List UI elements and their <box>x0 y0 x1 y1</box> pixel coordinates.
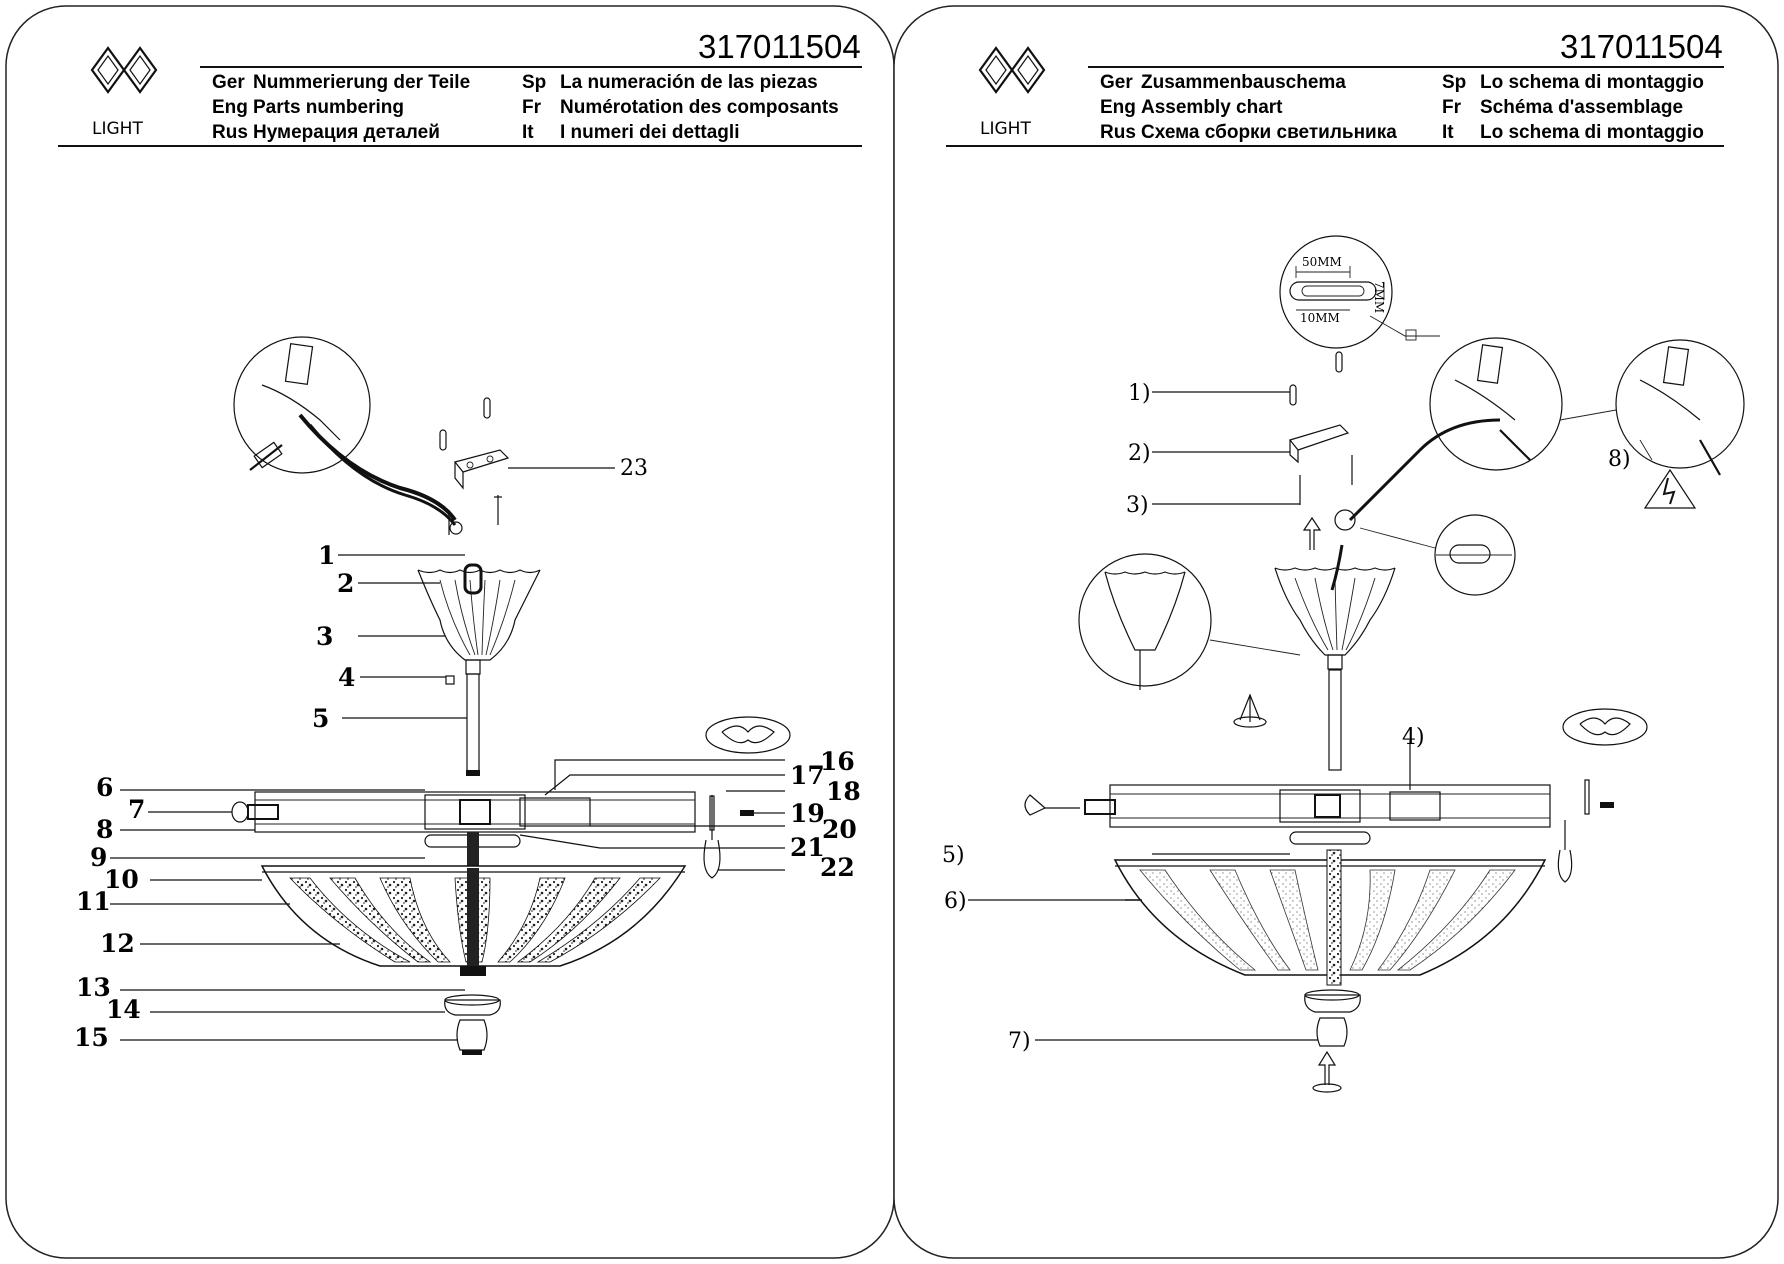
finial-drawing <box>1304 989 1361 1093</box>
header-text: Assembly chart <box>1141 97 1283 118</box>
header-code: Fr <box>1442 97 1462 118</box>
header-code: Fr <box>522 97 542 118</box>
header-table: Ger Nummerierung der Teile Sp La numerac… <box>212 72 839 143</box>
part-label: 17 <box>790 761 825 790</box>
header-text: Parts numbering <box>253 97 404 118</box>
dimension-label: 7MM <box>1372 281 1386 313</box>
right-page: LIGHT 317011504 Ger Zusammenbauschema Sp… <box>893 5 1779 1259</box>
part-label: 16 <box>820 747 855 776</box>
side-parts-drawing <box>703 716 791 879</box>
model-number: 317011504 <box>698 28 861 65</box>
left-page: LIGHT 317011504 Ger Nummerierung der Tei… <box>5 5 895 1259</box>
header-code: It <box>1442 122 1454 143</box>
logo-text: LIGHT <box>92 119 143 139</box>
wiring-detail-drawing <box>1348 337 1745 522</box>
part-label: 15 <box>74 1023 109 1052</box>
header-code: Ger <box>212 72 245 93</box>
bracket-dimension-detail: 50MM 10MM 7MM <box>1279 235 1440 349</box>
part-label: 22 <box>820 853 855 882</box>
header-text: Numérotation des composants <box>560 97 839 118</box>
header-code: Eng <box>1100 97 1136 118</box>
frame-bar-drawing <box>231 791 696 872</box>
step-label: 3) <box>1126 493 1149 518</box>
header-table: Ger Zusammenbauschema Sp Lo schema di mo… <box>1100 72 1704 143</box>
step-labels: 1) 2) 3) 4) 5) 6) 7) 8) <box>942 381 1631 1054</box>
header-text: Нумерация деталей <box>253 122 440 143</box>
model-number: 317011504 <box>1560 28 1723 65</box>
header-text: Schéma d'assemblage <box>1480 97 1683 118</box>
part-label: 3 <box>316 622 333 651</box>
dimension-label: 10MM <box>1300 311 1340 325</box>
step-label: 8) <box>1608 447 1631 472</box>
finial-drawing <box>444 994 501 1055</box>
header-text: Схема сборки светильника <box>1141 122 1397 143</box>
glass-bowl-drawing <box>260 865 687 976</box>
canopy-drawing <box>417 563 541 675</box>
header-text: Zusammenbauschema <box>1141 72 1346 93</box>
high-voltage-warning-icon <box>1643 468 1697 509</box>
dimension-label: 50MM <box>1302 255 1342 269</box>
header-text: Nummerierung der Teile <box>253 72 470 93</box>
step-label: 2) <box>1128 441 1151 466</box>
part-label: 9 <box>90 843 107 872</box>
header-text: Lo schema di montaggio <box>1480 122 1704 143</box>
part-label: 4 <box>338 663 355 692</box>
header-code: Sp <box>1442 72 1466 93</box>
part-label: 5 <box>312 704 329 733</box>
mounting-bracket-drawing <box>439 397 615 535</box>
step-label: 5) <box>942 843 965 868</box>
header-text: La numeración de las piezas <box>560 72 818 93</box>
logo-text: LIGHT <box>980 119 1031 139</box>
part-leader-lines <box>110 554 785 1041</box>
header-code: Sp <box>522 72 546 93</box>
part-label: 19 <box>790 799 825 828</box>
header-code: Rus <box>212 122 248 143</box>
mounting-bracket-drawing <box>1288 351 1353 505</box>
part-label: 11 <box>76 887 111 916</box>
glass-bowl-drawing <box>1113 849 1547 986</box>
part-label: 20 <box>822 815 857 844</box>
header-text: I numeri dei dettagli <box>560 122 739 143</box>
header-text: Lo schema di montaggio <box>1480 72 1704 93</box>
part-label: 18 <box>826 777 861 806</box>
part-label: 1 <box>318 541 335 570</box>
part-label: 6 <box>96 773 113 802</box>
part-label: 23 <box>620 456 648 481</box>
side-parts-drawing <box>1557 708 1648 883</box>
cable-clip-detail <box>1359 514 1516 596</box>
header-code: Ger <box>1100 72 1133 93</box>
part-label: 13 <box>76 973 111 1002</box>
frame-bar-drawing <box>1024 784 1551 845</box>
part-label: 8 <box>96 815 113 844</box>
header-code: Rus <box>1100 122 1136 143</box>
step-leader-lines <box>968 391 1653 1041</box>
step-label: 7) <box>1008 1029 1031 1054</box>
header-code: It <box>522 122 534 143</box>
part-label: 10 <box>104 865 139 894</box>
brand-logo-icon <box>978 46 1046 94</box>
part-label: 14 <box>106 995 141 1024</box>
part-label: 21 <box>790 833 825 862</box>
header-code: Eng <box>212 97 248 118</box>
left-page-frame <box>5 5 895 1259</box>
canopy-drawing <box>1274 509 1396 771</box>
step-label: 4) <box>1402 725 1425 750</box>
part-label: 7 <box>128 795 145 824</box>
part-number-labels: 1 2 3 4 5 6 7 8 9 10 11 12 13 14 15 16 1… <box>74 456 861 1052</box>
wiring-detail-drawing <box>233 336 463 535</box>
step-label: 6) <box>944 889 967 914</box>
part-label: 2 <box>337 569 354 598</box>
part-label: 12 <box>100 929 135 958</box>
canopy-detail-circle <box>1078 553 1301 728</box>
step-label: 1) <box>1128 381 1151 406</box>
brand-logo-icon <box>90 46 158 94</box>
stem-drawing <box>445 673 480 776</box>
